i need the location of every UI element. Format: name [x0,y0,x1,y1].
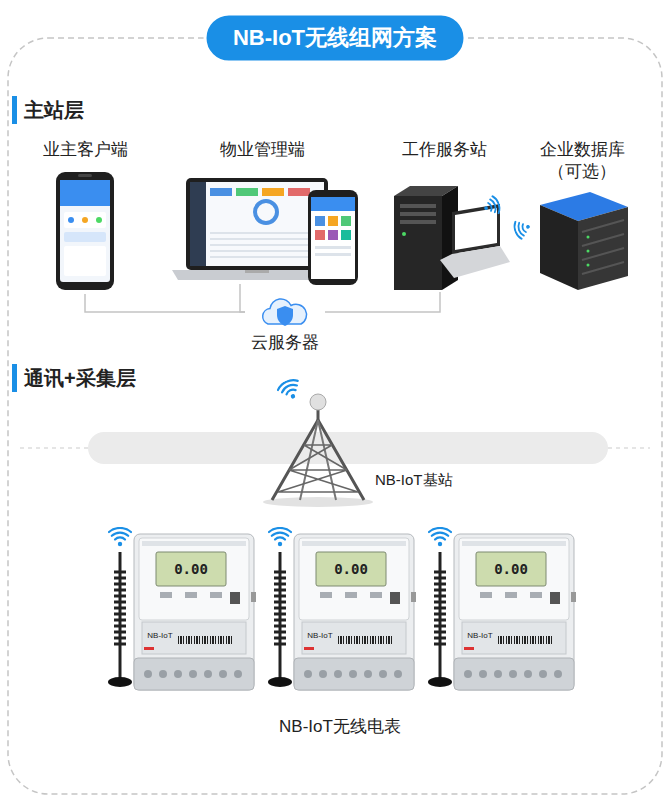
title-text: NB-IoT无线组网方案 [233,25,437,50]
node-label: 业主客户端 [35,139,135,161]
meter-tag: NB-IoT [147,631,172,640]
client-app: 业主客户端 [35,139,135,294]
node-label: 物业管理端 [165,139,360,161]
connector-line [325,292,440,312]
database: 企业数据库 （可选） [530,139,634,292]
base-station: NB-IoT基站 [255,378,470,506]
node-label: NB-IoT基站 [375,469,470,491]
meter-reading: 0.00 [494,561,528,577]
management-terminal: 物业管理端 [165,139,360,284]
node-label: 工作服务站 [388,139,500,161]
meter-tag: NB-IoT [307,631,332,640]
meter-reading: 0.00 [174,561,208,577]
meter-tag: NB-IoT [467,631,492,640]
work-station: 工作服务站 [388,139,500,292]
connector-line [240,284,245,312]
section-heading: 通讯+采集层 [24,367,136,389]
meter-reading: 0.00 [334,561,368,577]
node-label: 云服务器 [245,332,325,354]
node-label: NB-IoT无线电表 [95,716,585,738]
title-pill: NB-IoT无线组网方案 [0,14,670,62]
cloud-server: 云服务器 [245,294,325,354]
node-label: 企业数据库 （可选） [536,139,628,183]
section-heading: 主站层 [24,99,84,121]
connector-line [85,294,245,312]
